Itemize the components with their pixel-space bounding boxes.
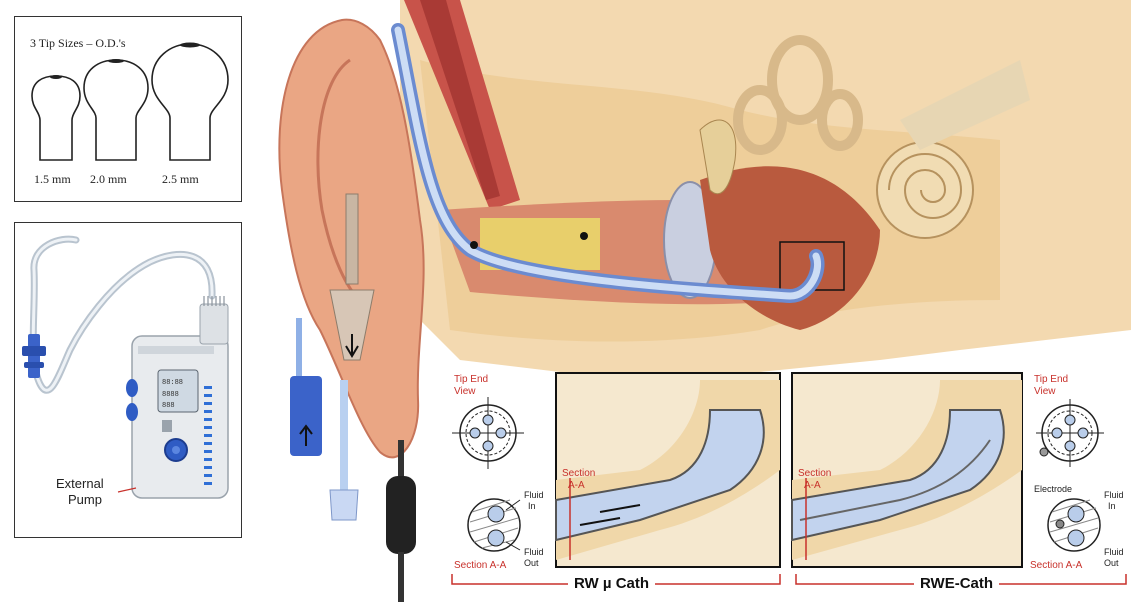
blue-connector-icon bbox=[290, 318, 358, 520]
rw-fluid-in-label-1: Fluid bbox=[524, 490, 544, 500]
rw-fluid-in-label-2: In bbox=[528, 501, 536, 511]
rwe-section-aa-view bbox=[1048, 499, 1100, 551]
tip-size-label-3: 2.5 mm bbox=[162, 172, 199, 187]
pump-label-line1: External bbox=[56, 476, 104, 491]
rw-fluid-out-label-1: Fluid bbox=[524, 547, 544, 557]
rw-fluid-out-label-2: Out bbox=[524, 558, 539, 568]
tip-sizes-title: 3 Tip Sizes – O.D.'s bbox=[30, 36, 126, 51]
rwe-section-aa-label: Section A-A bbox=[1030, 560, 1082, 571]
rwe-electrode-label: Electrode bbox=[1034, 484, 1072, 494]
rw-tip-end-view-label-2: View bbox=[454, 386, 476, 397]
rwe-fluid-in-label-1: Fluid bbox=[1104, 490, 1124, 500]
temporal-bone bbox=[400, 0, 1131, 372]
rwe-section-label-1: Section bbox=[798, 468, 831, 479]
semicircular-canals bbox=[738, 40, 858, 150]
outer-ear bbox=[279, 20, 423, 458]
rw-section-aa-label: Section A-A bbox=[454, 560, 506, 571]
pump-label-line2: Pump bbox=[68, 492, 102, 507]
rwe-tip-end-view-label-1: Tip End bbox=[1034, 374, 1068, 385]
rwe-tip-end-view-label-2: View bbox=[1034, 386, 1056, 397]
pump-panel bbox=[14, 222, 242, 538]
rwe-section-label-2: A-A bbox=[804, 480, 821, 491]
tip-size-label-1: 1.5 mm bbox=[34, 172, 71, 187]
rwe-fluid-out-label-1: Fluid bbox=[1104, 547, 1124, 557]
round-window-box bbox=[780, 242, 844, 290]
rw-section-label-2: A-A bbox=[568, 480, 585, 491]
rw-section-aa-view bbox=[468, 499, 520, 551]
rw-section-label-1: Section bbox=[562, 468, 595, 479]
rw-tip-end-view-label-1: Tip End bbox=[454, 374, 488, 385]
cochlea bbox=[877, 142, 973, 238]
rwe-tip-end-view bbox=[1036, 399, 1104, 467]
rwe-cath-caption: RWE-Cath bbox=[914, 575, 999, 592]
rwe-fluid-in-label-2: In bbox=[1108, 501, 1116, 511]
ear-canal bbox=[440, 200, 790, 304]
ossicles bbox=[700, 120, 736, 194]
ear-connector-icon bbox=[330, 194, 374, 360]
earpiece-icon bbox=[386, 440, 416, 602]
rw-cath-caption: RW µ Cath bbox=[568, 575, 655, 592]
ear-drum bbox=[664, 182, 716, 298]
rw-tip-end-view bbox=[452, 397, 524, 469]
tip-size-label-2: 2.0 mm bbox=[90, 172, 127, 187]
catheter-tube bbox=[398, 30, 818, 296]
rwe-fluid-out-label-2: Out bbox=[1104, 558, 1119, 568]
